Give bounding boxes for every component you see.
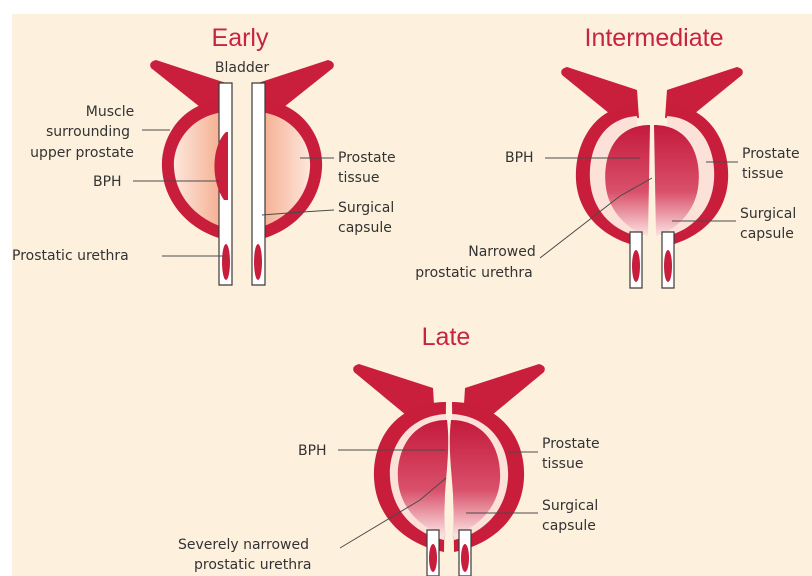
- late-urethra-lumen-left: [429, 544, 437, 572]
- late-stage-diagram: Late BPH Prostate tissue Surgical capsul…: [178, 323, 600, 576]
- intermediate-prostate-label-line1: Prostate: [742, 146, 800, 162]
- early-prostate-label-line2: tissue: [338, 170, 379, 186]
- early-urethra-lumen-left: [222, 244, 230, 280]
- late-prostate-label-line1: Prostate: [542, 436, 600, 452]
- late-urethra-lumen-right: [461, 544, 469, 572]
- intermediate-urethra-label-line1: Narrowed: [468, 244, 536, 260]
- late-title: Late: [422, 323, 471, 351]
- muscle-label-line1: Muscle: [86, 104, 134, 120]
- bladder-label: Bladder: [215, 60, 269, 76]
- early-stage-diagram: Early Bladder Muscle surrounding upper p…: [12, 24, 396, 285]
- intermediate-urethra-lumen-left: [632, 250, 640, 282]
- intermediate-prostate-label-line2: tissue: [742, 166, 783, 182]
- intermediate-title: Intermediate: [585, 24, 724, 52]
- early-capsule-label-line1: Surgical: [338, 200, 394, 216]
- late-capsule-label-line1: Surgical: [542, 498, 598, 514]
- early-title: Early: [212, 24, 269, 52]
- muscle-label-line3: upper prostate: [30, 145, 134, 161]
- late-bph-label: BPH: [298, 443, 327, 459]
- early-prostate-label-line1: Prostate: [338, 150, 396, 166]
- muscle-label-line2: surrounding: [46, 124, 130, 140]
- intermediate-capsule-label-line1: Surgical: [740, 206, 796, 222]
- early-urethra-lumen-right: [254, 244, 262, 280]
- late-urethra-label-line1: Severely narrowed: [178, 537, 309, 553]
- late-urethra-label-line2: prostatic urethra: [194, 557, 311, 573]
- early-capsule-label-line2: capsule: [338, 220, 392, 236]
- early-urethra-label: Prostatic urethra: [12, 248, 129, 264]
- intermediate-stage-diagram: Intermediate BPH Prostate tissue Surgica…: [415, 24, 799, 288]
- intermediate-urethra-lumen-right: [664, 250, 672, 282]
- early-bph-label: BPH: [93, 174, 122, 190]
- late-capsule-label-line2: capsule: [542, 518, 596, 534]
- intermediate-urethra-label-line2: prostatic urethra: [415, 265, 532, 281]
- late-prostate-label-line2: tissue: [542, 456, 583, 472]
- intermediate-capsule-label-line2: capsule: [740, 226, 794, 242]
- intermediate-bph-label: BPH: [505, 150, 534, 166]
